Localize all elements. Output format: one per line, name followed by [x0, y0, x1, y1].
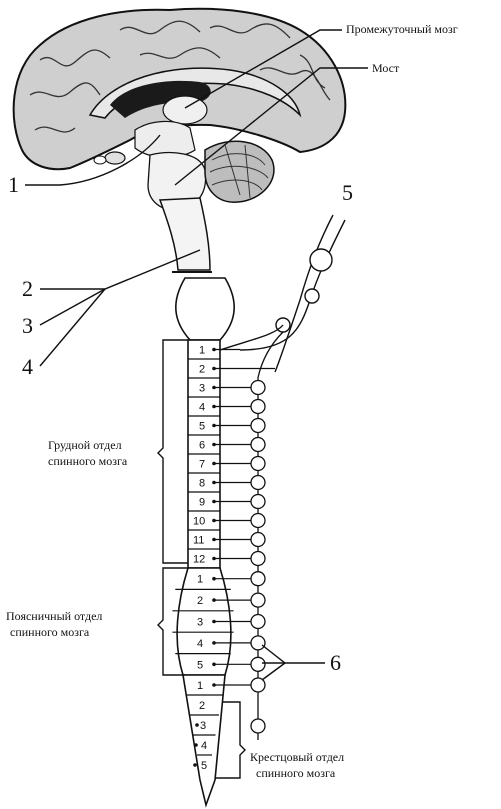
pituitary — [105, 152, 125, 164]
label-lumbar-line1: Поясничный отдел — [6, 609, 102, 623]
label-pons: Мост — [372, 61, 400, 75]
diencephalon — [163, 96, 207, 124]
lumbar-segment-label: 4 — [197, 638, 203, 650]
ganglion — [251, 552, 265, 566]
ganglion — [251, 593, 265, 607]
segment-dot — [195, 723, 199, 727]
sympathetic-trunk — [251, 332, 283, 740]
thoracic-segment-label: 12 — [193, 554, 205, 566]
ganglion — [251, 476, 265, 490]
label-1: 1 — [8, 172, 19, 197]
lumbar-segment-label: 3 — [197, 617, 203, 629]
brain-sagittal — [14, 9, 346, 270]
sacral-segment-label: 2 — [199, 700, 205, 712]
label-thoracic-line1: Грудной отдел — [48, 438, 122, 452]
thoracic-segment-label: 9 — [199, 497, 205, 509]
thoracic-segment-label: 1 — [199, 345, 205, 357]
label-2: 2 — [22, 276, 33, 301]
thoracic-segment-label: 6 — [199, 440, 205, 452]
label-3: 3 — [22, 313, 33, 338]
thoracic-segment-label: 5 — [199, 421, 205, 433]
ganglion — [251, 495, 265, 509]
trunk-upper — [258, 332, 283, 378]
vagus-nerve-5 — [220, 215, 345, 372]
label-diencephalon: Промежуточный мозг — [346, 22, 458, 36]
ganglion — [251, 657, 265, 671]
ganglion — [251, 615, 265, 629]
thoracic-segment-label: 10 — [193, 516, 205, 528]
ganglion — [251, 381, 265, 395]
sacral-segment-label: 3 — [200, 720, 206, 732]
ganglion — [251, 419, 265, 433]
label-sacral-line2: спинного мозга — [256, 766, 336, 780]
label-sacral-line1: Крестцовый отдел — [250, 750, 344, 764]
lumbar-segment-label: 1 — [197, 574, 203, 586]
ganglion — [251, 533, 265, 547]
label-6: 6 — [330, 650, 341, 675]
lumbar-segment-label: 2 — [197, 595, 203, 607]
ganglion — [251, 457, 265, 471]
segment-dot — [194, 743, 198, 747]
thoracic-segment-label: 7 — [199, 459, 205, 471]
cervical-region — [176, 278, 234, 340]
label-thoracic-line2: спинного мозга — [48, 454, 128, 468]
thoracic-segment-label: 8 — [199, 478, 205, 490]
thoracic-segment-label: 3 — [199, 383, 205, 395]
medulla-oblongata — [160, 198, 210, 270]
lumbar-segment-label: 5 — [197, 659, 203, 671]
thoracic-segment-label: 11 — [193, 535, 204, 547]
sacral-segment-label: 4 — [201, 740, 207, 752]
ganglion — [251, 572, 265, 586]
ganglion — [251, 438, 265, 452]
thoracic-segment-label: 4 — [199, 402, 205, 414]
ganglion — [251, 636, 265, 650]
ganglion — [251, 514, 265, 528]
ganglion — [251, 400, 265, 414]
sacral-segment-label: 5 — [201, 760, 207, 772]
thoracic-segment-label: 2 — [199, 364, 205, 376]
segment-dot — [193, 763, 197, 767]
label-4: 4 — [22, 354, 33, 379]
label-5: 5 — [342, 180, 353, 205]
ganglion — [251, 719, 265, 733]
label-lumbar-line2: спинного мозга — [10, 625, 90, 639]
sacral-segment-label: 1 — [197, 680, 203, 692]
